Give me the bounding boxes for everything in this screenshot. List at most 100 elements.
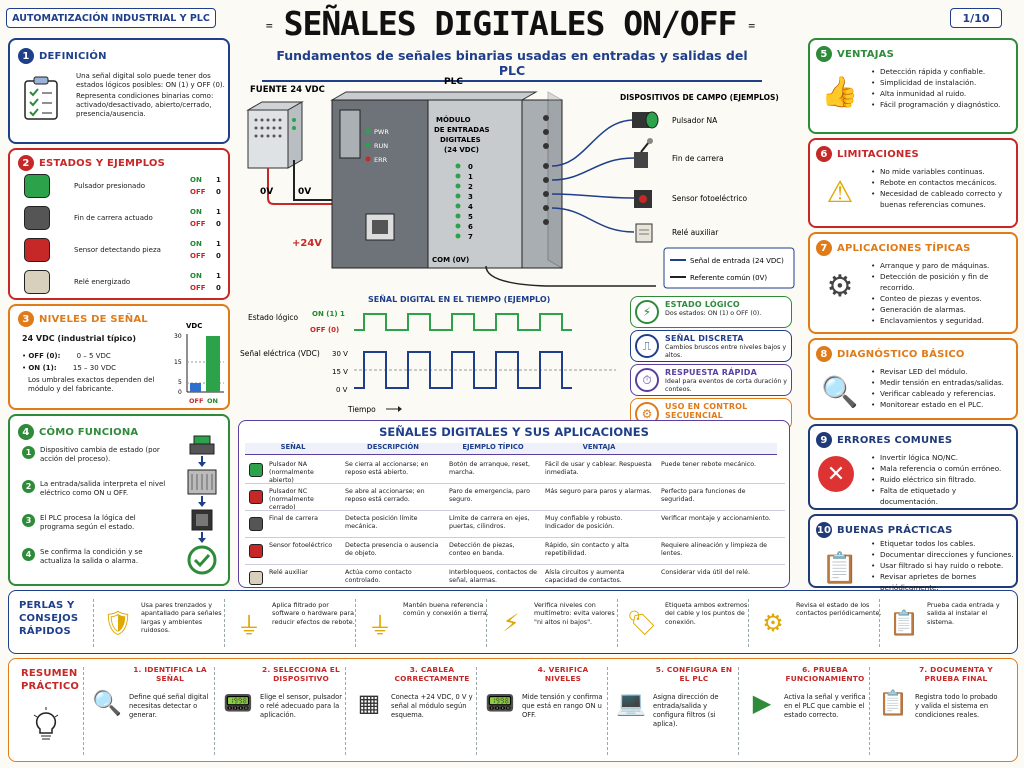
page-number: 1/10 <box>962 11 990 25</box>
list-item: Fácil programación y diagnóstico. <box>870 99 1014 110</box>
input-led-label: 4 <box>468 203 473 211</box>
on-level-label: ON (1) 1 <box>312 310 345 318</box>
tip-divider <box>617 599 618 647</box>
logic-waveform <box>354 313 572 331</box>
list-item: Medir tensión en entradas/salidas. <box>870 377 1014 388</box>
input-led-label: 3 <box>468 193 473 201</box>
definition-title: DEFINICIÓN <box>39 51 107 62</box>
table-row <box>245 484 785 511</box>
module-line-1: MÓDULO <box>436 115 471 124</box>
table-row-icon <box>249 571 263 585</box>
timing-diagram: SEÑAL DIGITAL EN EL TIEMPO (EJEMPLO) Est… <box>240 294 616 414</box>
pushbutton-icon <box>24 174 50 198</box>
input-led <box>455 223 461 229</box>
state-on: ON <box>190 208 202 216</box>
summary-step-title: 4. VERIFICA NIVELES <box>537 665 589 683</box>
photo-sensor-icon <box>24 238 50 262</box>
list-item: Rebote en contactos mecánicos. <box>870 177 1014 188</box>
table-row-icon <box>249 517 263 531</box>
summary-step-title: 7. DOCUMENTA Y PRUEBA FINAL <box>919 665 993 683</box>
summary-divider <box>83 667 84 755</box>
tip-text: Aplica filtrado por software o hardware … <box>272 601 355 626</box>
clipboard-icon: 📋 <box>821 550 859 586</box>
page-indicator: 1/10 <box>950 8 1002 28</box>
input-led-label: 2 <box>468 183 473 191</box>
badge-2: 2 <box>18 155 34 171</box>
step-number: 1 <box>22 446 35 459</box>
plus24-label: +24V <box>292 238 322 249</box>
state-off: OFF <box>190 252 206 260</box>
summary-step-text: Conecta +24 VDC, 0 V y señal al módulo s… <box>391 693 473 719</box>
table-row <box>245 457 785 484</box>
photo-sensor-icon <box>634 190 652 208</box>
device-limit-switch: Fin de carrera <box>672 154 724 163</box>
step-number: 4 <box>22 548 35 561</box>
table-cell: Actúa como contacto controlado. <box>345 569 412 584</box>
state-on-value: 1 <box>216 240 221 248</box>
badge-1: 1 <box>18 48 34 64</box>
table-cell: Considerar vida útil del relé. <box>661 569 751 576</box>
badge-4: 4 <box>18 424 34 440</box>
tip-text: Etiqueta ambos extremos del cable y los … <box>665 601 748 626</box>
devices-title: DISPOSITIVOS DE CAMPO (EJEMPLOS) <box>620 93 779 102</box>
summary-step-text: Define qué señal digital necesitas detec… <box>129 693 209 719</box>
state-example-label: Relé energizado <box>74 278 131 286</box>
table-title: SEÑALES DIGITALES Y SUS APLICACIONES <box>379 425 649 439</box>
feature-text: Dos estados: ON (1) o OFF (0). <box>665 310 762 317</box>
tick-30: 30 <box>174 333 182 340</box>
table-header-cell: DESCRIPCIÓN <box>341 443 445 455</box>
table-header-cell: SEÑAL <box>245 443 341 455</box>
input-led <box>455 163 461 169</box>
summary-divider <box>607 667 608 755</box>
tick-15: 15 <box>174 359 182 366</box>
v0-label: 0 V <box>336 386 348 394</box>
module-line-3: DIGITALES <box>440 136 481 144</box>
summary-step-text: Asigna dirección de entrada/salida y con… <box>653 693 719 728</box>
s5-header: 5 VENTAJAS <box>816 46 894 62</box>
laptop-icon: 💻 <box>616 689 646 717</box>
state-on-value: 1 <box>216 208 221 216</box>
summary-divider <box>345 667 346 755</box>
table-cell: Interbloqueos, contactos de señal, alarm… <box>449 569 537 584</box>
feature-title: USO EN CONTROL SECUENCIAL <box>665 402 748 420</box>
ground-icon: ⏚ <box>368 611 392 640</box>
lightbulb-icon <box>33 707 59 740</box>
title-deco-left: ⁼ <box>263 19 284 40</box>
summary-step-text: Mide tensión y confirma que está en rang… <box>522 693 603 719</box>
s6-title: LIMITACIONES <box>837 149 919 160</box>
device-pushbutton: Pulsador NA <box>672 116 718 125</box>
clipboard-icon: 📋 <box>889 609 919 637</box>
section-tag-label: AUTOMATIZACIÓN INDUSTRIAL Y PLC <box>12 12 210 24</box>
limit-switch-icon <box>24 206 50 230</box>
v30-label: 30 V <box>332 350 348 358</box>
table-cell: Paro de emergencia, paro seguro. <box>449 488 531 503</box>
time-label: Tiempo <box>347 405 376 414</box>
table-cell: Sensor fotoeléctrico <box>269 542 333 549</box>
s9-title: ERRORES COMUNES <box>837 435 953 446</box>
input-led-label: 5 <box>468 213 473 221</box>
table-cell: Final de carrera <box>269 515 318 522</box>
table-row <box>245 538 785 565</box>
state-on-value: 1 <box>216 176 221 184</box>
square-wave-icon: ⎍ <box>635 334 659 358</box>
input-led <box>455 213 461 219</box>
list-item: Verificar cableado y referencias. <box>870 388 1014 399</box>
list-item: Usar filtrado si hay ruido o rebote. <box>870 560 1014 571</box>
input-led <box>455 193 461 199</box>
input-led <box>455 233 461 239</box>
list-item: Invertir lógica NO/NC. <box>870 452 1014 463</box>
state-off: OFF <box>190 220 206 228</box>
badge-s5: 5 <box>816 46 832 62</box>
list-item: Etiquetar todos los cables. <box>870 538 1014 549</box>
input-led-label: 0 <box>468 163 473 171</box>
list-item: Monitorear estado en el PLC. <box>870 399 1014 410</box>
states-title: ESTADOS Y EJEMPLOS <box>39 158 166 169</box>
table-cell: Aísla circuitos y aumenta capacidad de c… <box>545 569 625 584</box>
s5-title: VENTAJAS <box>837 49 894 60</box>
input-led-label: 6 <box>468 223 473 231</box>
table-cell: Se cierra al accionarse; en reposo está … <box>345 461 429 476</box>
